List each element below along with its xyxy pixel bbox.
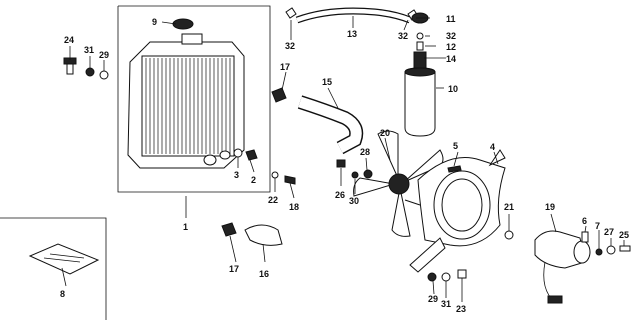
callout-29b: 29 <box>428 294 438 304</box>
callout-24: 24 <box>64 35 74 45</box>
callout-32a: 32 <box>285 41 295 51</box>
callout-11: 11 <box>446 14 456 24</box>
washer-31 <box>85 67 95 77</box>
fan-shroud <box>404 149 506 273</box>
callout-10: 10 <box>448 84 458 94</box>
nut-26 <box>336 159 346 168</box>
clip-5 <box>447 165 462 173</box>
callout-32c: 32 <box>446 31 456 41</box>
upper-hose <box>295 7 412 24</box>
callout-31: 31 <box>84 45 94 55</box>
callout-15: 15 <box>322 77 332 87</box>
callout-30: 30 <box>349 196 359 206</box>
nut-27 <box>606 245 616 255</box>
callout-31b: 31 <box>441 299 451 309</box>
callout-29: 29 <box>99 50 109 60</box>
callout-26: 26 <box>335 190 345 200</box>
callout-12: 12 <box>446 42 456 52</box>
nut-23 <box>457 269 467 279</box>
reservoir-tank <box>404 51 436 137</box>
washer-3 <box>233 148 243 158</box>
callout-25: 25 <box>619 230 629 240</box>
callout-17a: 17 <box>280 62 290 72</box>
callout-19: 19 <box>545 202 555 212</box>
nut-29 <box>99 70 109 80</box>
callout-18: 18 <box>289 202 299 212</box>
callout-17b: 17 <box>229 264 239 274</box>
washer-21 <box>504 230 514 240</box>
washer-29 <box>427 272 437 282</box>
callout-labels: 9 24 31 29 32 13 32 11 32 12 14 10 17 15… <box>60 14 629 314</box>
radiator-cap <box>172 18 194 30</box>
washer-28 <box>363 169 373 179</box>
callout-23: 23 <box>456 304 466 314</box>
lower-hose <box>297 95 364 155</box>
washer-31b <box>441 272 451 282</box>
hose-clip-17b <box>221 222 237 237</box>
callout-20: 20 <box>380 128 390 138</box>
callout-8: 8 <box>60 289 65 299</box>
callout-32b: 32 <box>398 31 408 41</box>
callout-27: 27 <box>604 227 614 237</box>
drain-hose-16 <box>244 224 283 246</box>
cooling-fan <box>353 130 444 237</box>
callout-2: 2 <box>251 175 256 185</box>
callout-6: 6 <box>582 216 587 226</box>
callout-5: 5 <box>453 141 458 151</box>
clip-32a <box>285 7 297 19</box>
leader-lines <box>61 16 625 302</box>
radiator-frame <box>117 5 271 193</box>
callout-21: 21 <box>504 202 514 212</box>
callout-13: 13 <box>347 29 357 39</box>
washer-7 <box>595 248 603 256</box>
switch-18 <box>284 175 296 185</box>
callout-22: 22 <box>268 195 278 205</box>
callout-1: 1 <box>183 222 188 232</box>
bolt-24 <box>63 57 77 75</box>
radiator <box>127 33 245 169</box>
callout-4: 4 <box>490 142 495 152</box>
reservoir-cap <box>411 12 429 51</box>
callout-9: 9 <box>152 17 157 27</box>
callout-28: 28 <box>360 147 370 157</box>
washer-22 <box>271 171 279 179</box>
callout-7: 7 <box>595 221 600 231</box>
hose-clip-17a <box>271 87 287 103</box>
spacer-6 <box>581 231 589 243</box>
callout-3: 3 <box>234 170 239 180</box>
callout-16: 16 <box>259 269 269 279</box>
fan-motor <box>534 230 591 304</box>
drain-plug-2 <box>245 149 258 161</box>
label-box <box>0 217 107 320</box>
bolt-25 <box>619 245 631 252</box>
callout-14: 14 <box>446 54 456 64</box>
washer-30 <box>351 171 359 179</box>
